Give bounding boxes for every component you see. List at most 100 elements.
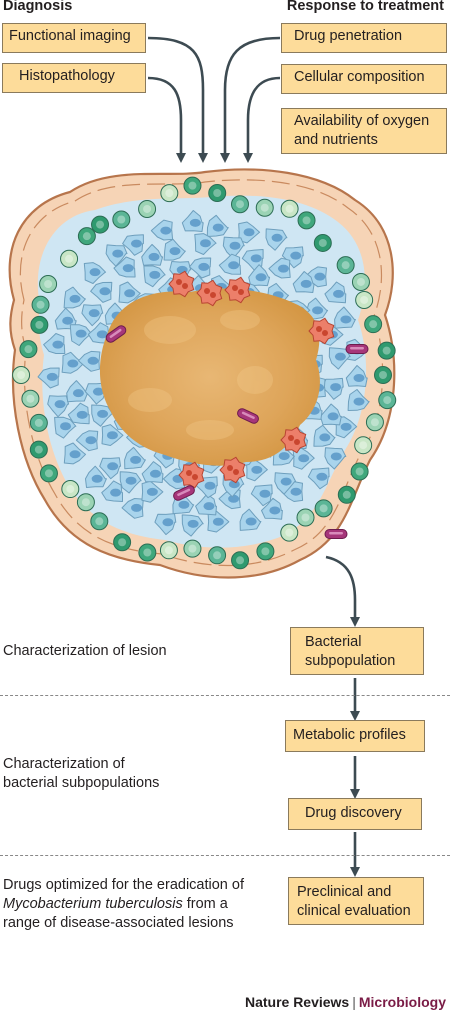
macrophage-cell xyxy=(218,253,242,275)
macrophage-cell xyxy=(83,262,107,284)
macrophage-cell xyxy=(163,238,186,261)
macrophage-cell xyxy=(81,304,104,327)
lymphocyte-cell xyxy=(337,485,356,504)
drugs-label-line1: Drugs optimized for the eradication of xyxy=(3,877,244,893)
macrophage-cell xyxy=(292,271,315,293)
subpop-label-line2: bacterial subpopulations xyxy=(3,775,160,791)
macrophage-cell xyxy=(335,416,358,439)
macrophage-cell xyxy=(268,257,291,279)
functional-imaging-label: Functional imaging xyxy=(9,28,131,44)
mtb-species-name: Mycobacterium tuberculosis xyxy=(3,896,183,912)
lymphocyte-cell xyxy=(255,198,274,217)
oxygen-nutrients-box: Availability of oxygen and nutrients xyxy=(281,108,447,154)
neutrophil-cell xyxy=(196,279,223,307)
macrophage-cell xyxy=(90,281,113,303)
lymphocyte-cell xyxy=(29,440,48,459)
macrophage-cell xyxy=(121,498,144,519)
macrophage-cell xyxy=(181,210,204,232)
lymphocyte-cell xyxy=(280,199,299,218)
lymphocyte-cell xyxy=(138,199,157,218)
preclinical-line2: clinical evaluation xyxy=(297,903,411,919)
macrophage-cell xyxy=(63,442,87,465)
oxygen-nutrients-label-line2: and nutrients xyxy=(294,132,378,148)
lymphocyte-cell xyxy=(256,542,275,561)
section-divider xyxy=(0,695,450,696)
lymphocyte-cell xyxy=(19,340,38,359)
response-header: Response to treatment xyxy=(286,0,444,14)
macrophage-cell xyxy=(66,380,89,403)
macrophage-cell xyxy=(306,297,329,320)
lymphocyte-cell xyxy=(77,227,96,246)
drugs-label-line3: range of disease-associated lesions xyxy=(3,915,234,931)
macrophage-cell xyxy=(181,514,204,537)
macrophage-cell xyxy=(118,281,141,304)
bacterial-subpopulation-line2: subpopulation xyxy=(305,653,396,669)
macrophage-cell xyxy=(206,214,229,237)
journal-credit: Nature Reviews|Microbiology xyxy=(245,994,446,1010)
preclinical-line1: Preclinical and xyxy=(297,884,392,900)
caseous-core xyxy=(99,288,320,466)
arrow-down-icon xyxy=(147,36,208,163)
lesion-characterization-label: Characterization of lesion xyxy=(3,642,167,661)
macrophage-cell xyxy=(85,465,107,488)
lymphocyte-cell xyxy=(336,256,355,275)
lymphocyte-cell xyxy=(12,366,31,384)
credit-separator: | xyxy=(352,994,356,1010)
macrophage-cell xyxy=(207,510,230,533)
macrophage-cell xyxy=(61,351,84,374)
subpopulation-characterization-label: Characterization of bacterial subpopulat… xyxy=(3,755,159,793)
macrophage-cell xyxy=(101,424,124,446)
journal-section: Microbiology xyxy=(358,994,446,1010)
macrophage-cell xyxy=(141,243,164,266)
lymphocyte-cell xyxy=(297,211,316,230)
lymphocyte-cell xyxy=(31,295,50,314)
macrophage-cell xyxy=(281,246,304,269)
lymphocyte-cell xyxy=(350,462,369,481)
macrophage-cell xyxy=(63,286,86,309)
macrophage-cell xyxy=(54,307,77,330)
macrophage-cell xyxy=(105,244,128,267)
histopathology-box: Histopathology xyxy=(2,63,146,93)
drug-penetration-box: Drug penetration xyxy=(281,23,447,53)
macrophage-cell xyxy=(54,416,77,439)
drugs-label-line2-rest: from a xyxy=(182,896,228,912)
lymphocyte-cell xyxy=(280,523,299,542)
macrophage-cell xyxy=(150,219,174,241)
macrophage-cell xyxy=(222,474,245,498)
macrophage-cell xyxy=(274,472,297,495)
granuloma-illustration xyxy=(8,168,397,579)
lymphocyte-cell xyxy=(159,541,178,560)
drug-discovery-label: Drug discovery xyxy=(305,805,402,821)
lymphocyte-cell xyxy=(60,249,79,268)
metabolic-profiles-label: Metabolic profiles xyxy=(293,727,406,743)
lymphocyte-cell xyxy=(351,272,370,291)
mycobacterium-rod xyxy=(173,485,195,501)
macrophage-cell xyxy=(250,484,273,507)
preclinical-evaluation-box: Preclinical and clinical evaluation xyxy=(288,877,424,925)
bacterial-subpopulation-line1: Bacterial xyxy=(305,634,362,650)
lymphocyte-cell xyxy=(183,176,202,195)
drugs-label-line2: Mycobacterium tuberculosis from a xyxy=(3,895,244,914)
macrophage-cell xyxy=(195,493,217,516)
lymphocyte-cell xyxy=(374,366,392,384)
macrophage-cell xyxy=(99,457,122,480)
macrophage-cell xyxy=(238,221,261,244)
cellular-composition-label: Cellular composition xyxy=(294,69,425,85)
mycobacterium-rod xyxy=(105,325,127,343)
bacterial-subpopulation-box: Bacterial subpopulation xyxy=(290,627,424,675)
macrophage-cell xyxy=(124,446,146,470)
macrophage-cell xyxy=(345,365,368,387)
drug-penetration-label: Drug penetration xyxy=(294,28,403,44)
journal-name: Nature Reviews xyxy=(244,994,350,1010)
histopathology-label: Histopathology xyxy=(19,68,115,84)
macrophage-cell xyxy=(265,228,288,251)
macrophage-cell xyxy=(75,430,99,452)
arrow-down-icon xyxy=(220,36,281,163)
lymphocyte-cell xyxy=(208,546,227,565)
macrophage-cell xyxy=(69,324,92,346)
arrow-down-icon xyxy=(325,555,360,627)
neutrophil-cell xyxy=(224,276,251,304)
lymphocyte-cell xyxy=(113,533,132,552)
diagnosis-header: Diagnosis xyxy=(3,0,73,14)
macrophage-cell xyxy=(37,367,60,389)
